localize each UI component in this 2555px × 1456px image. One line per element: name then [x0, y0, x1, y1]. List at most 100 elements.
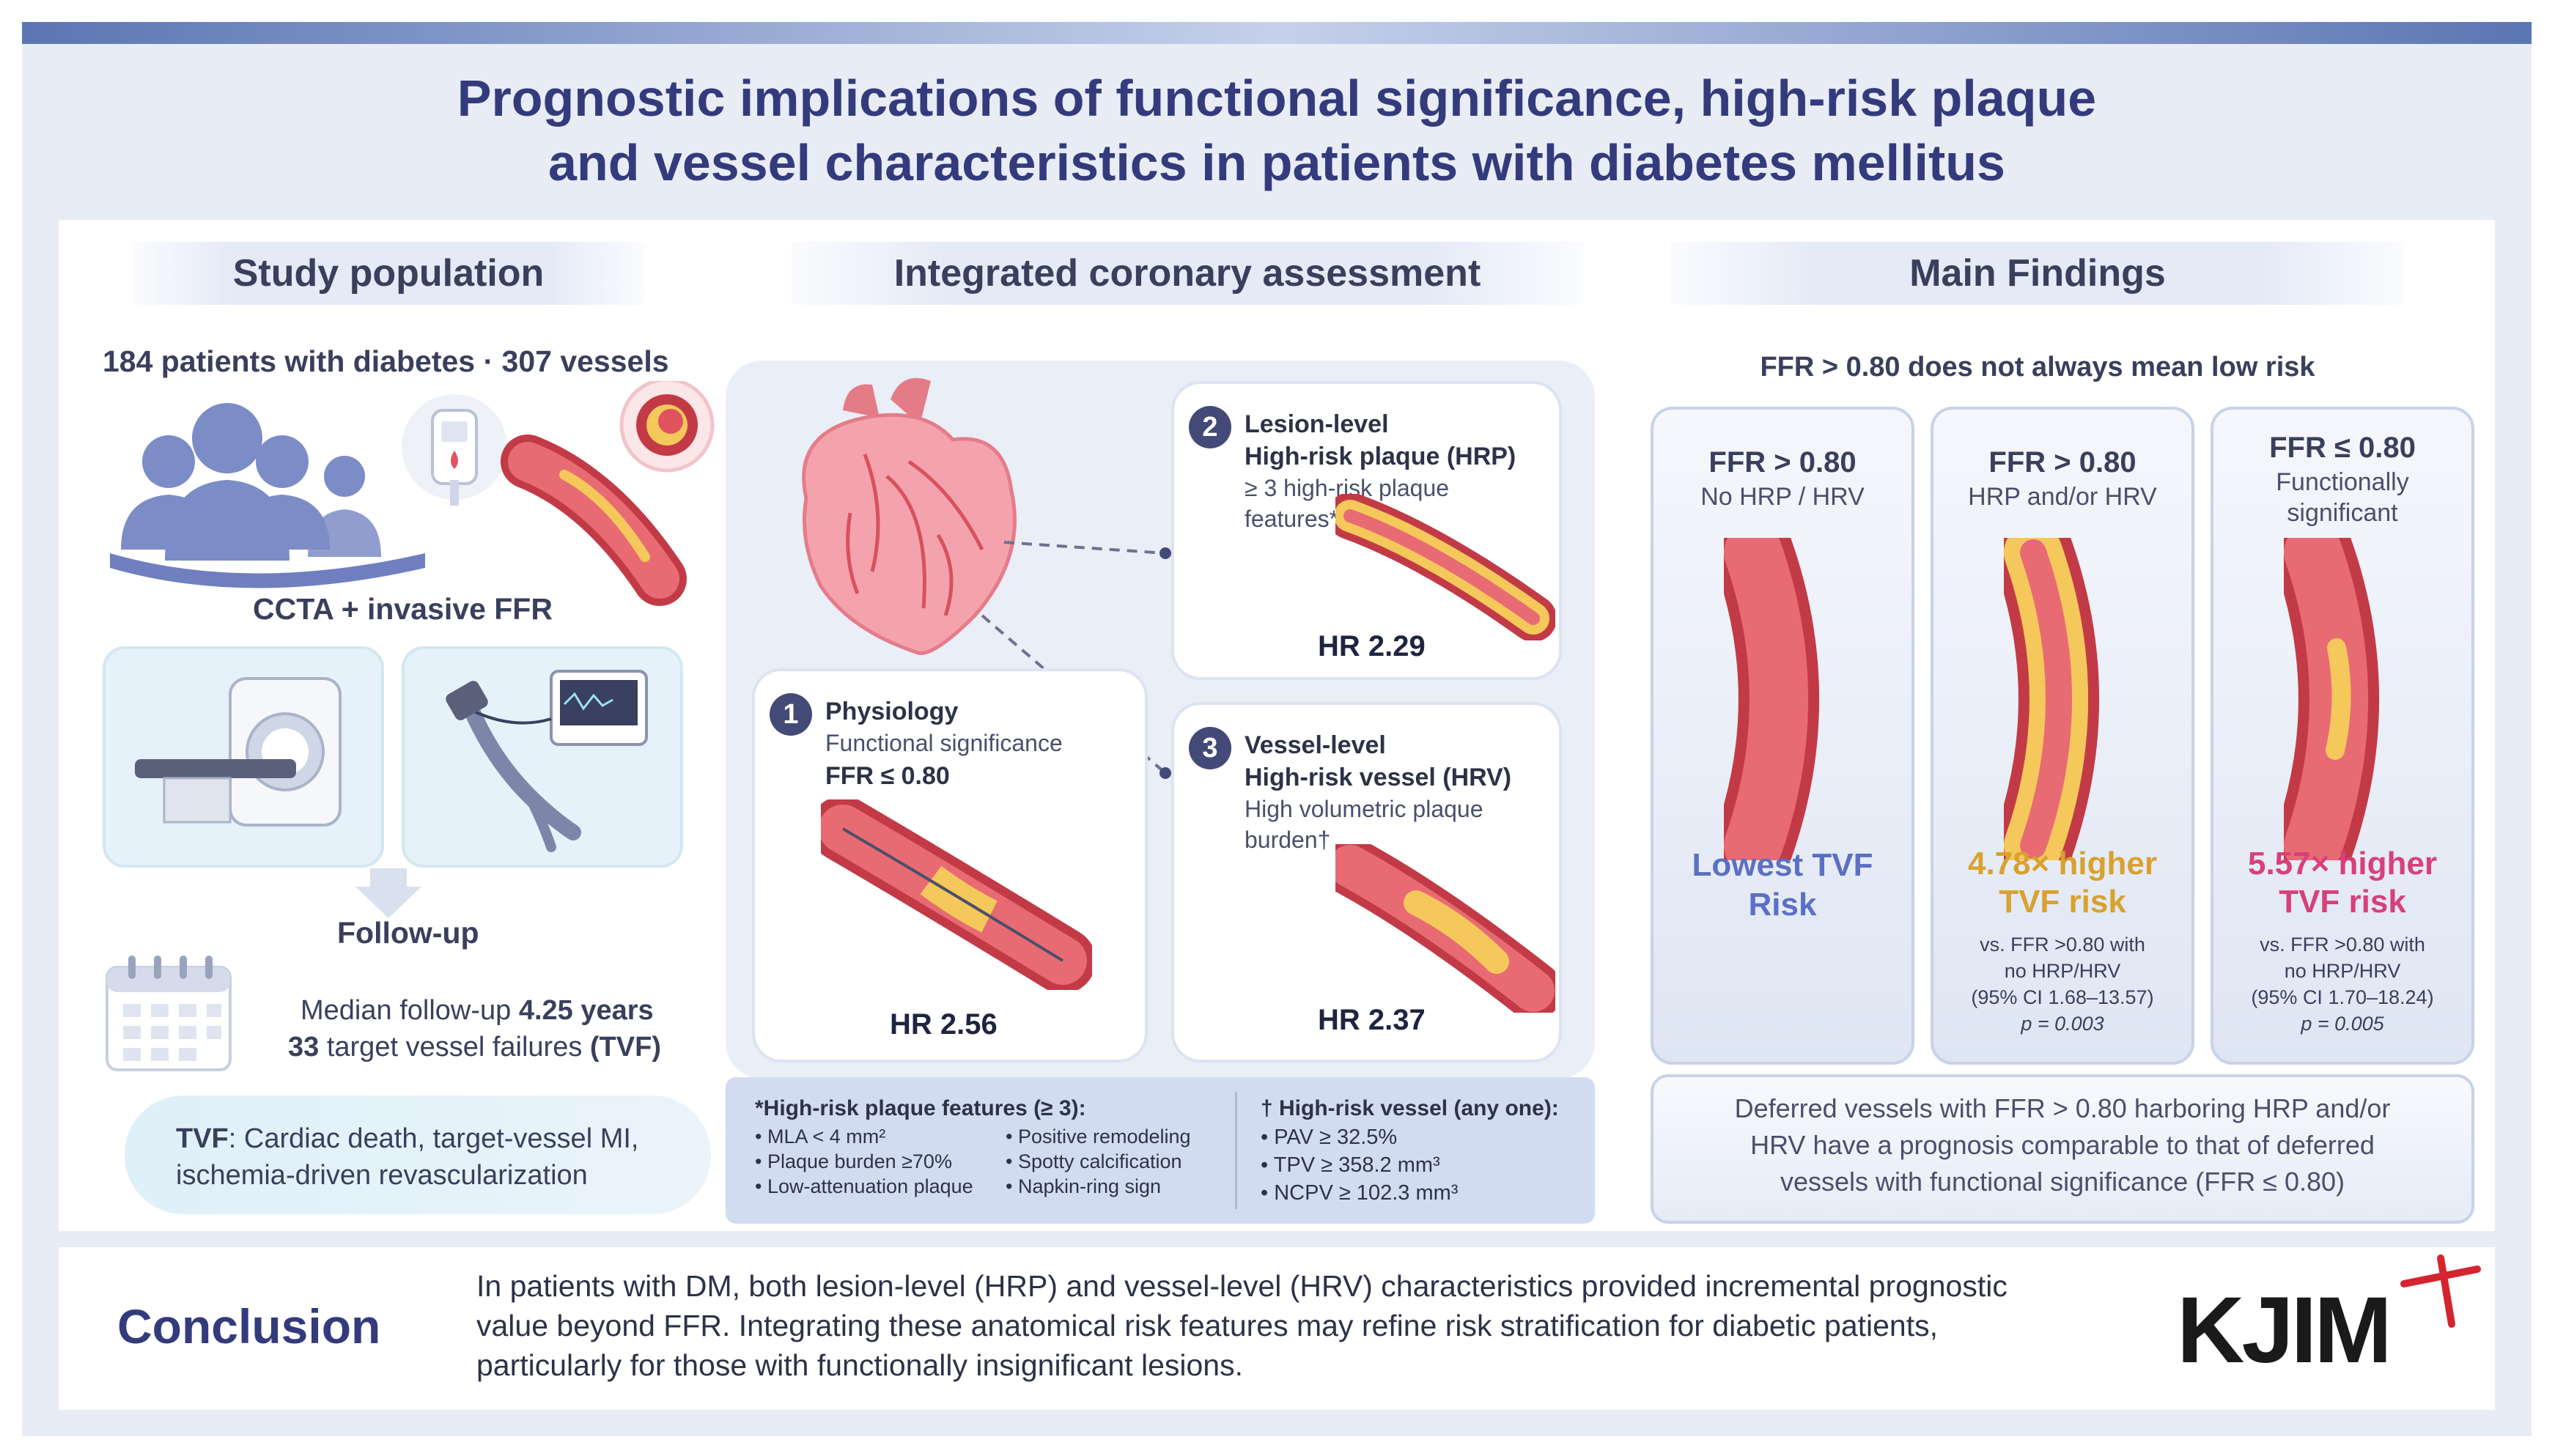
finding-2-note-4: p = 0.003 [2021, 1013, 2104, 1035]
criteria-footnote-box: *High-risk plaque features (≥ 3): • MLA … [726, 1077, 1595, 1224]
people-icon [110, 403, 425, 588]
finding-1-title: FFR > 0.80 [1708, 446, 1857, 478]
hrp-features-title: *High-risk plaque features (≥ 3): [755, 1096, 1086, 1120]
finding-3-result-1: 5.57× higher [2247, 846, 2437, 882]
finding-1-subtitle: No HRP / HRV [1700, 483, 1865, 511]
main-panel: Study population 184 patients with diabe… [59, 220, 2495, 1231]
hrp-feature-2: • Plaque burden ≥70% [755, 1150, 952, 1172]
findings-heading: Main Findings [1671, 242, 2404, 305]
heart-illustration [802, 377, 1171, 779]
population-illustration [110, 381, 715, 606]
hrv-feature-3: • NCPV ≥ 102.3 mm³ [1261, 1181, 1459, 1205]
finding-3-result-2: TVF risk [2279, 884, 2406, 920]
finding-3-note-4: p = 0.005 [2301, 1013, 2384, 1035]
finding-2-title: FFR > 0.80 [1988, 446, 2136, 478]
lesion-connector [1003, 541, 1166, 555]
glucose-meter-icon [402, 394, 507, 506]
vessel-connector-dot [1159, 767, 1171, 779]
summary-line-2: HRV have a prognosis comparable to that … [1750, 1130, 2375, 1160]
tvf-definition-line-2: ischemia-driven revascularization [176, 1160, 588, 1191]
finding-card-no-hrp: FFR > 0.80 No HRP / HRV Lowest TVF Risk [1651, 407, 1914, 1065]
hrp-feature-3: • Low-attenuation plaque [755, 1175, 973, 1197]
healthy-vessel-icon [1724, 538, 1819, 860]
hrv-feature-2: • TPV ≥ 358.2 mm³ [1261, 1153, 1440, 1177]
hrv-desc-2: burden† [1245, 827, 1331, 853]
heart-icon [802, 377, 1017, 655]
plaque-artery-icon [1335, 494, 1555, 640]
physiology-desc: Functional significance [825, 730, 1063, 756]
physiology-criterion: FFR ≤ 0.80 [825, 762, 950, 790]
tvf-definition-box: TVF: Cardiac death, target-vessel MI, is… [125, 1095, 711, 1214]
infographic-frame: Prognostic implications of functional si… [22, 22, 2532, 1436]
hrv-feature-1: • PAV ≥ 32.5% [1261, 1126, 1398, 1149]
finding-2-result-2: TVF risk [1999, 884, 2126, 920]
finding-2-subtitle: HRP and/or HRV [1968, 483, 2157, 511]
finding-3-note-3: (95% CI 1.70–18.24) [2251, 986, 2434, 1008]
tvf-count: 33 target vessel failures (TVF) [288, 1032, 661, 1063]
finding-2-result-1: 4.78× higher [1967, 846, 2157, 882]
stenotic-vessel-icon [2284, 538, 2379, 860]
finding-card-ffr-significant: FFR ≤ 0.80 Functionally significant 5.57… [2211, 407, 2474, 1065]
hrv-hazard-ratio: HR 2.37 [1318, 1004, 1426, 1036]
artery-icon [501, 381, 715, 606]
finding-3-subtitle-2: significant [2287, 499, 2398, 527]
finding-3-note-2: no HRP/HRV [2284, 960, 2401, 982]
tvf-definition-line-1: TVF: Cardiac death, target-vessel MI, [176, 1123, 639, 1154]
conclusion-panel: Conclusion In patients with DM, both les… [59, 1247, 2495, 1410]
finding-1-result-2: Risk [1748, 887, 1817, 923]
ffr-wire-card [402, 646, 683, 868]
conclusion-line-1: In patients with DM, both lesion-level (… [476, 1269, 2008, 1303]
finding-1-result-1: Lowest TVF [1692, 847, 1873, 883]
top-accent-bar [22, 22, 2532, 44]
hrp-feature-4: • Positive remodeling [1006, 1126, 1191, 1148]
summary-line-3: vessels with functional significance (FF… [1780, 1167, 2345, 1197]
findings-summary-box: Deferred vessels with FFR > 0.80 harbori… [1651, 1074, 2474, 1224]
lesion-connector-dot [1159, 547, 1171, 559]
summary-line-1: Deferred vessels with FFR > 0.80 harbori… [1734, 1093, 2391, 1123]
physiology-label: Physiology [825, 698, 959, 725]
hrv-features-title: † High-risk vessel (any one): [1261, 1096, 1559, 1120]
physiology-hazard-ratio: HR 2.56 [890, 1008, 998, 1041]
followup-label: Follow-up [337, 916, 479, 950]
hrp-feature-6: • Napkin-ring sign [1006, 1175, 1162, 1197]
finding-card-hrp-hrv: FFR > 0.80 HRP and/or HRV 4.78× higher T… [1931, 407, 2194, 1065]
title-line-1: Prognostic implications of functional si… [457, 70, 2097, 127]
assessment-heading: Integrated coronary assessment [792, 242, 1583, 305]
finding-2-note-1: vs. FFR >0.80 with [1980, 934, 2145, 956]
conclusion-label: Conclusion [117, 1299, 381, 1353]
finding-3-subtitle-1: Functionally [2276, 468, 2409, 496]
step-number-1: 1 [770, 693, 812, 736]
hrv-name: High-risk vessel (HRV) [1245, 764, 1512, 791]
ct-scanner-card [103, 646, 384, 868]
hrv-desc-1: High volumetric plaque [1245, 796, 1483, 822]
ffr-wire-monitor-icon [446, 670, 648, 852]
kjim-logo-mark-icon [2400, 1254, 2481, 1328]
page-title: Prognostic implications of functional si… [22, 66, 2532, 195]
kjim-logo: KJIM [2177, 1278, 2392, 1383]
title-line-2: and vessel characteristics in patients w… [548, 134, 2005, 191]
finding-2-note-3: (95% CI 1.68–13.57) [1971, 986, 2154, 1008]
conclusion-line-2: value beyond FFR. Integrating these anat… [476, 1309, 1939, 1342]
volumetric-plaque-artery-icon [1335, 844, 1555, 1013]
hrp-name: High-risk plaque (HRP) [1245, 443, 1516, 470]
study-population-heading: Study population [132, 242, 645, 305]
step-number-2: 2 [1189, 406, 1231, 448]
finding-3-title: FFR ≤ 0.80 [2269, 432, 2416, 464]
hrp-feature-5: • Spotty calcification [1006, 1150, 1182, 1172]
plaque-vessel-icon [2004, 538, 2099, 860]
ct-scanner-icon [135, 677, 342, 827]
findings-subtitle: FFR > 0.80 does not always mean low risk [1760, 352, 2315, 383]
physiology-card: 1 Physiology Functional significance FFR… [752, 668, 1148, 1063]
median-followup: Median follow-up 4.25 years [301, 995, 654, 1026]
hrp-desc-2: features* [1245, 506, 1339, 532]
lesion-level-label: Lesion-level [1245, 410, 1389, 438]
step-number-3: 3 [1189, 727, 1231, 769]
stenosis-artery-icon [821, 799, 1092, 990]
finding-2-note-2: no HRP/HRV [2004, 960, 2121, 982]
footnote-divider [1235, 1092, 1237, 1209]
down-arrow-icon [355, 868, 421, 918]
hrp-feature-1: • MLA < 4 mm² [755, 1126, 886, 1148]
method-label: CCTA + invasive FFR [253, 592, 553, 626]
calendar-icon [106, 956, 232, 1071]
conclusion-line-3: particularly for those with functionally… [476, 1348, 1244, 1382]
